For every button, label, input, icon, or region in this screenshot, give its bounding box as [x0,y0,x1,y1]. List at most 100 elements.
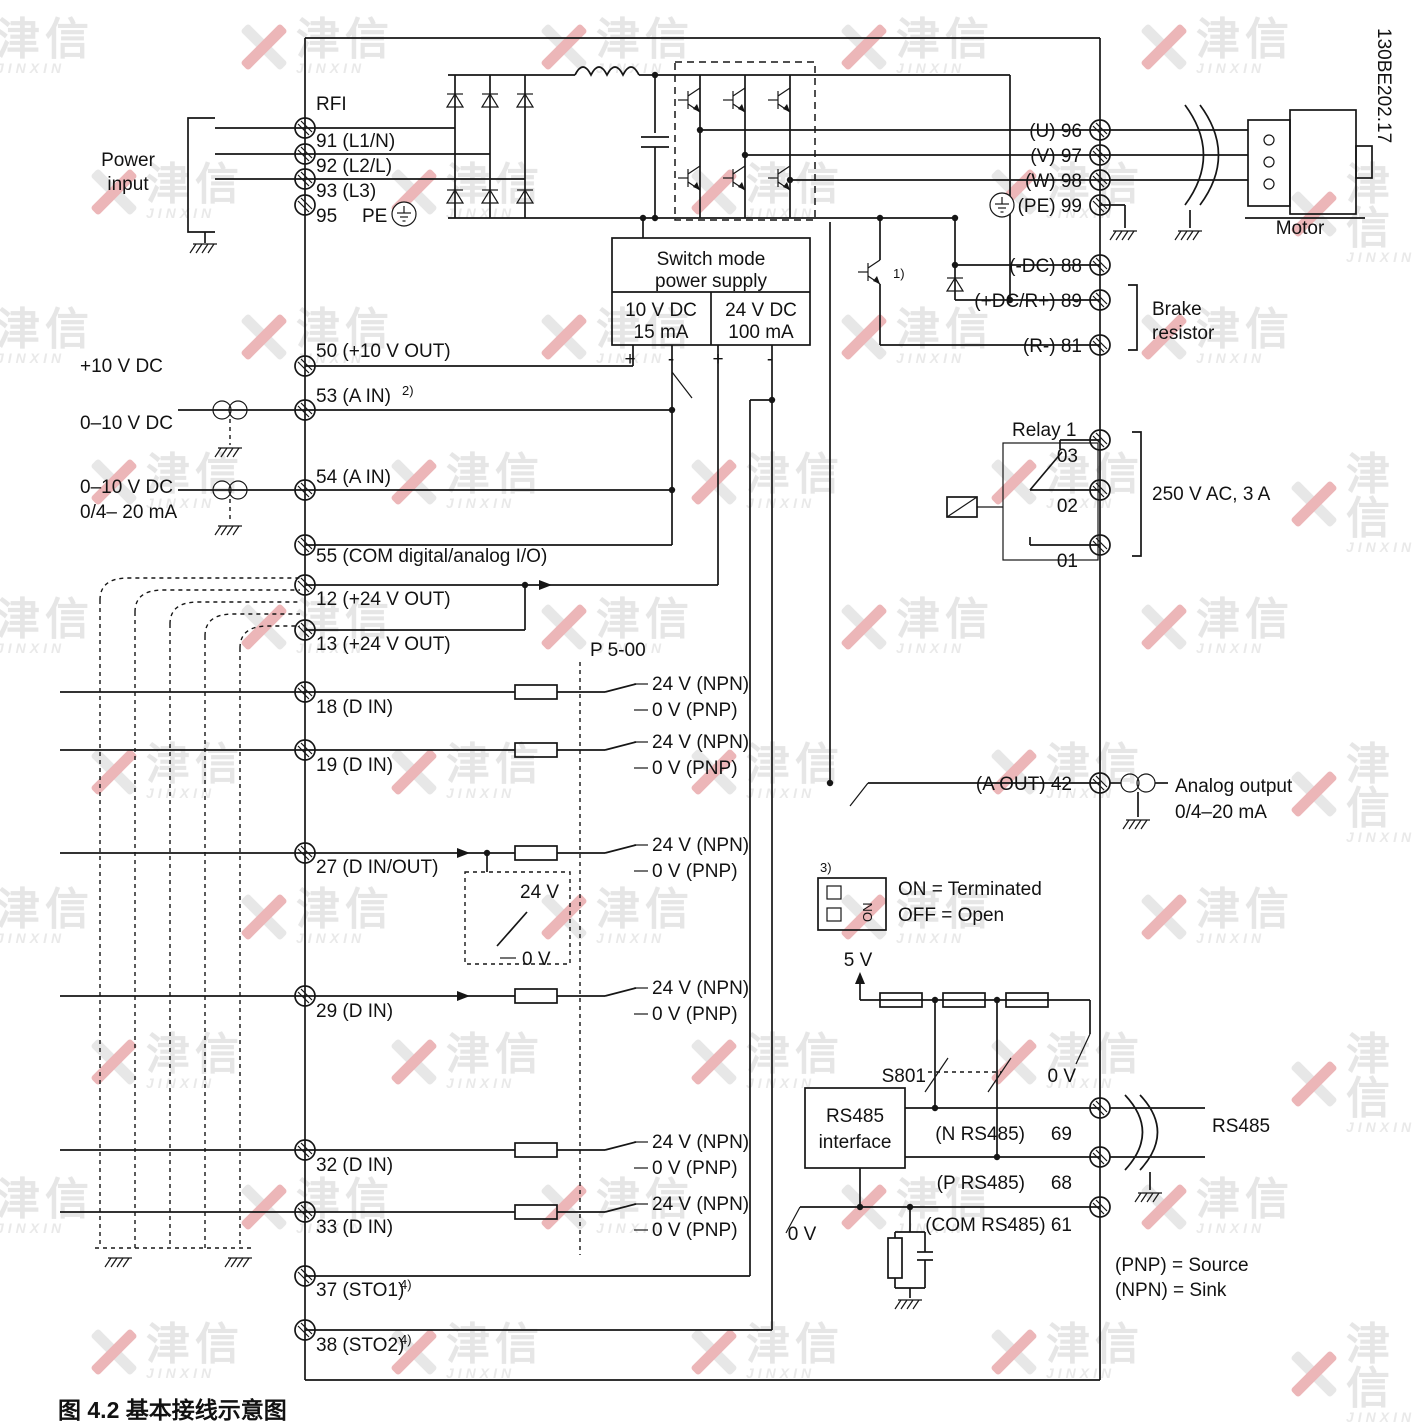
24v-box-label: 24 V [520,882,559,903]
smps-title-2: power supply [655,271,767,292]
brake-section [857,75,1138,351]
terminal-27-label: 27 (D IN/OUT) [316,857,438,878]
npn-sink-label: (NPN) = Sink [1115,1280,1227,1301]
terminal-99-label: (PE) 99 [1018,196,1082,217]
inverter-section [674,61,1100,221]
terminal-19-label: 19 (D IN) [316,755,393,776]
terminal-68-label: 68 [1051,1173,1072,1194]
relay-rating-label: 250 V AC, 3 A [1152,484,1271,505]
terminal-55-label: 55 (COM digital/analog I/O) [316,546,547,567]
terminal-12-label: 12 (+24 V OUT) [316,589,451,610]
s801-label: S801 [882,1066,926,1087]
smps-output-wiring [305,222,831,1331]
terminal-33-label: 33 (D IN) [316,1217,393,1238]
terminal-53-label: 53 (A IN) [316,386,391,407]
terminal-42-label: (A OUT) 42 [976,774,1072,795]
terminal-69-label: 69 [1051,1124,1072,1145]
doc-number: 130BE202.17 [1373,28,1394,143]
relay-contact-01: 01 [1057,551,1078,572]
p5-00-label: P 5-00 [590,640,646,661]
dip-on-label: ON [860,903,875,923]
power-input-label-1: Power [101,150,156,171]
relay-bracket [1132,431,1142,557]
rs485-cable-label: RS485 [1212,1116,1270,1137]
footnote-4-marker-b: 4) [400,1332,412,1347]
terminal-92-label: 92 (L2/L) [316,156,392,177]
pnp-label-29: 0 V (PNP) [652,1004,738,1025]
smps-plus-10v: + [624,349,635,370]
rs485-interface-label-1: RS485 [826,1106,884,1127]
npn-label-19: 24 V (NPN) [652,732,749,753]
pnp-label-18: 0 V (PNP) [652,700,738,721]
brake-label-2: resistor [1152,323,1215,344]
relay-label: Relay 1 [1012,420,1076,441]
range-0-4-20ma-label: 0/4– 20 mA [80,502,177,523]
terminal-29-label: 29 (D IN) [316,1001,393,1022]
com-0v-label: 0 V [788,1224,817,1245]
pnp-label-19: 0 V (PNP) [652,758,738,779]
smps-24v-label: 24 V DC [725,300,797,321]
npn-label-33: 24 V (NPN) [652,1194,749,1215]
npn-label-18: 24 V (NPN) [652,674,749,695]
terminal-89-label: (+DC/R+) 89 [974,291,1082,312]
npn-label-29: 24 V (NPN) [652,978,749,999]
brake-bracket [1128,284,1138,351]
footnote-4-marker-a: 4) [400,1277,412,1292]
range-0-10v-label-1: 0–10 V DC [80,413,173,434]
terminal-81-label: (R-) 81 [1023,336,1082,357]
dc-inductor [574,66,640,77]
smps-title-1: Switch mode [657,249,766,270]
npn-label-32: 24 V (NPN) [652,1132,749,1153]
plus10v-label: +10 V DC [80,356,163,377]
n-rs485-label: (N RS485) [935,1124,1025,1145]
rectifier-section [446,66,1010,222]
analog-output-label-1: Analog output [1175,776,1293,797]
terminal-93-label: 93 (L3) [316,181,376,202]
cable-shield-dashes [95,577,300,1268]
pnp-source-label: (PNP) = Source [1115,1255,1249,1276]
motor-label: Motor [1276,218,1325,239]
terminal-13-label: 13 (+24 V OUT) [316,634,451,655]
p-rs485-label: (P RS485) [937,1173,1025,1194]
pe-symbol-left [391,201,417,227]
analog-output-label-2: 0/4–20 mA [1175,802,1267,823]
smps-box [611,214,811,346]
relay-section [946,431,1142,561]
npn-label-27: 24 V (NPN) [652,835,749,856]
terminal-88-label: (-DC) 88 [1009,256,1082,277]
digital-input-rows [60,662,648,1255]
power-input-label-2: input [107,174,149,195]
pe-symbol-right [989,192,1015,218]
terminal-98-label: (W) 98 [1025,171,1082,192]
motor-section [989,104,1373,241]
terminal-61-label: (COM RS485) 61 [925,1215,1072,1236]
terminal-96-label: (U) 96 [1029,121,1082,142]
pe-label: PE [362,206,387,227]
smps-10v-label: 10 V DC [625,300,697,321]
terminal-54-label: 54 (A IN) [316,467,391,488]
pnp-label-27: 0 V (PNP) [652,861,738,882]
smps-minus-10v: - [668,349,674,370]
brake-label-1: Brake [1152,299,1202,320]
5v-label: 5 V [844,950,873,971]
termination-0v-label: 0 V [1047,1066,1076,1087]
off-open-label: OFF = Open [898,905,1004,926]
rs485-section [785,972,1205,1310]
terminal-95-label: 95 [316,206,337,227]
on-terminated-label: ON = Terminated [898,879,1042,900]
figure-caption: 图 4.2 基本接线示意图 [58,1397,287,1423]
smps-100ma-label: 100 mA [728,322,794,343]
rfi-label: RFI [316,94,347,115]
range-0-10v-label-2: 0–10 V DC [80,477,173,498]
footnote-1-marker: 1) [893,266,905,281]
terminal-97-label: (V) 97 [1030,146,1082,167]
terminal-50-label: 50 (+10 V OUT) [316,341,451,362]
terminal-37-label: 37 (STO1) [316,1280,404,1301]
terminal-91-label: 91 (L1/N) [316,131,395,152]
footnote-2-marker: 2) [402,383,414,398]
termination-switch [817,877,887,931]
analog-input-wiring [178,400,305,536]
smps-minus-24v: - [767,349,773,370]
pnp-label-33: 0 V (PNP) [652,1220,738,1241]
